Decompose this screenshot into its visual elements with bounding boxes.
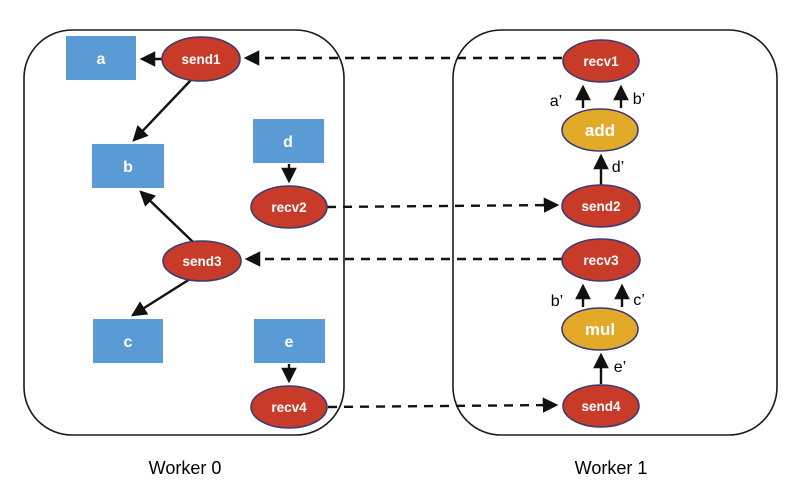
send2-label: send2 (581, 199, 620, 214)
node-c: c (93, 319, 163, 363)
node-send1: send1 (161, 36, 241, 82)
node-recv2: recv2 (250, 185, 328, 229)
tensor-b-rect (92, 144, 164, 188)
edge-label-d-prime: d’ (612, 159, 624, 176)
worker0-box (23, 29, 345, 436)
tensor-a-rect (66, 36, 136, 80)
node-recv1: recv1 (562, 39, 640, 83)
tensor-e-label: e (285, 334, 294, 351)
edge-send1-b (132, 79, 192, 142)
node-a: a (66, 36, 136, 80)
node-d: d (253, 119, 324, 163)
node-mul: mul (561, 307, 639, 351)
edge-label-a-prime: a’ (550, 93, 562, 110)
node-recv4: recv4 (250, 385, 328, 429)
mul-ellipse (561, 307, 639, 351)
edge-send3-c (131, 277, 191, 317)
send1-label: send1 (181, 52, 221, 67)
tensor-c-rect (93, 319, 163, 363)
worker0-caption: Worker 0 (149, 458, 222, 478)
send4-label: send4 (581, 399, 621, 414)
recv3-label: recv3 (583, 253, 619, 268)
tensor-d-label: d (283, 134, 293, 151)
node-e: e (254, 319, 325, 363)
worker1-box (452, 29, 778, 436)
send3-ellipse (162, 240, 242, 282)
edge-label-b-prime-bottom: b’ (551, 293, 563, 310)
dashed-edge-recv4-send4 (327, 397, 559, 413)
add-label: add (585, 121, 615, 140)
edge-label-b-prime-top: b’ (633, 91, 645, 108)
edge-label-e-prime: e’ (614, 359, 626, 376)
tensor-c-label: c (124, 334, 133, 351)
add-ellipse (561, 108, 639, 152)
tensor-a-label: a (97, 51, 106, 68)
send1-ellipse (161, 36, 241, 82)
recv4-ellipse (250, 385, 328, 429)
edge-label-c-prime: c’ (633, 292, 645, 309)
node-b: b (92, 144, 164, 188)
recv1-label: recv1 (583, 54, 619, 69)
recv1-ellipse (562, 39, 640, 83)
recv4-label: recv4 (271, 400, 307, 415)
recv2-ellipse (250, 185, 328, 229)
send2-ellipse (561, 184, 641, 228)
node-send4: send4 (562, 384, 640, 428)
tensor-b-label: b (123, 159, 133, 176)
mul-label: mul (585, 320, 615, 339)
worker1-caption: Worker 1 (575, 458, 648, 478)
edge-send3-b (139, 190, 194, 243)
tensor-d-rect (253, 119, 324, 163)
tensor-e-rect (254, 319, 325, 363)
node-add: add (561, 108, 639, 152)
send3-label: send3 (182, 254, 222, 269)
dashed-edge-recv2-send2 (326, 197, 560, 213)
node-recv3: recv3 (561, 238, 641, 282)
recv3-ellipse (561, 238, 641, 282)
send4-ellipse (562, 384, 640, 428)
node-send2: send2 (561, 184, 641, 228)
recv2-label: recv2 (271, 200, 306, 215)
node-send3: send3 (162, 240, 242, 282)
